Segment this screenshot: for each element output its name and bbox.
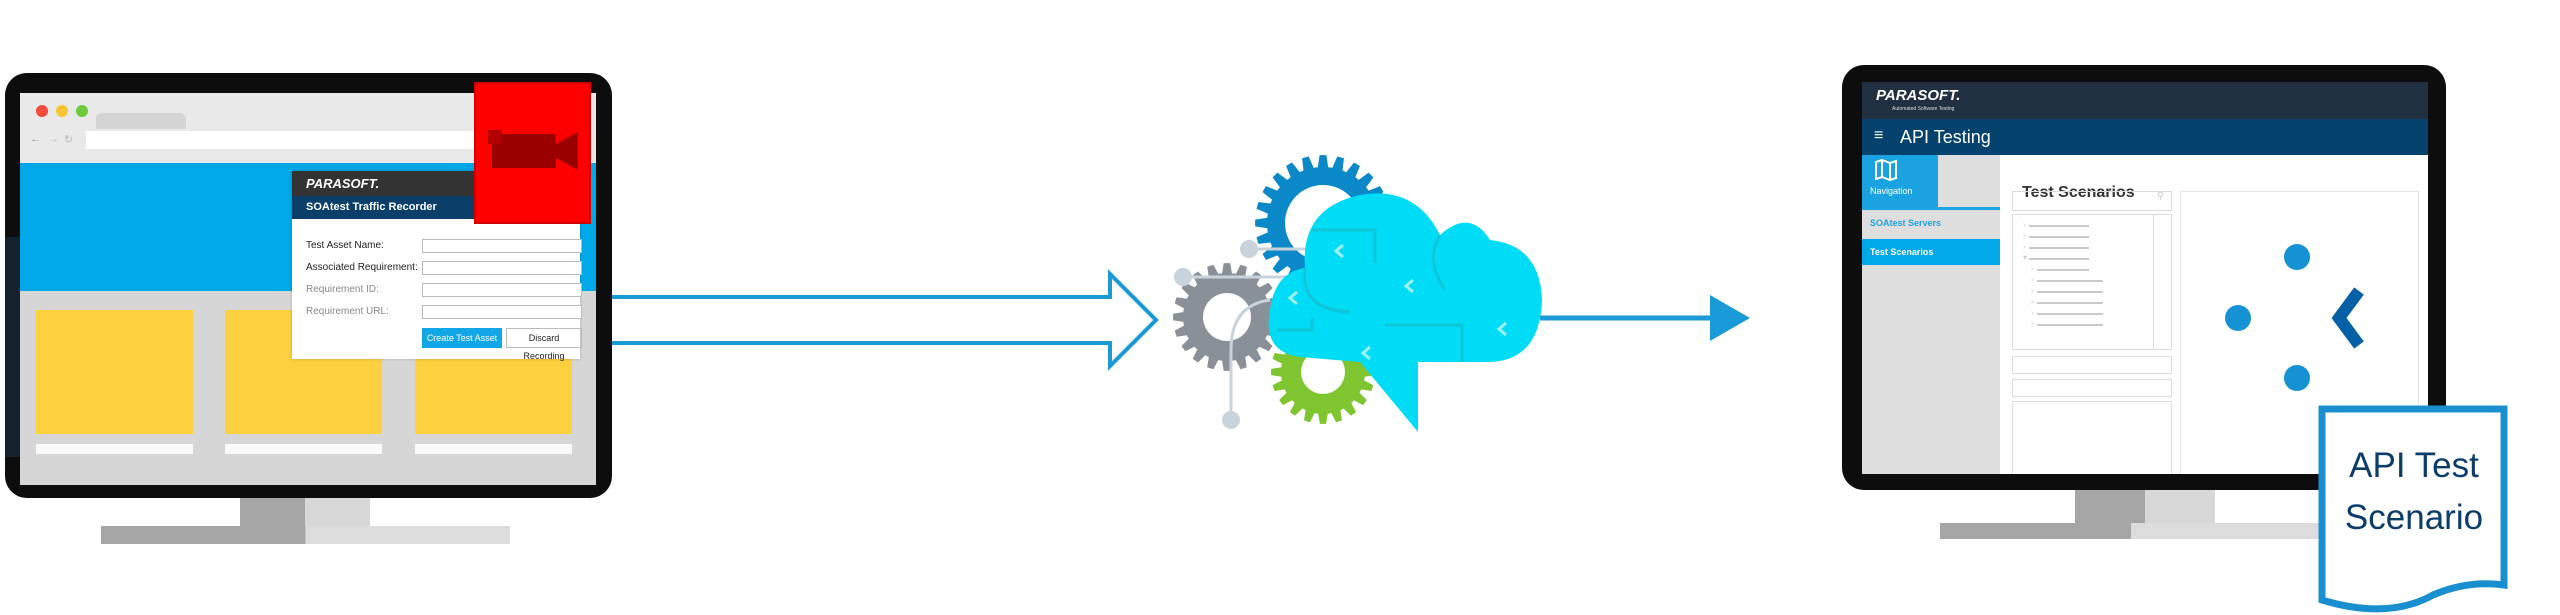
- mark-dot: [2284, 244, 2310, 270]
- dialog-title: SOAtest Traffic Recorder: [306, 201, 437, 213]
- search-icon[interactable]: ⚲: [2157, 191, 2165, 202]
- tree-item[interactable]: [2037, 324, 2103, 326]
- gears-cloud-illustration: [1173, 155, 1542, 432]
- tree-expand-icon[interactable]: ›: [2023, 231, 2026, 240]
- card-caption: [225, 444, 382, 454]
- sidebar-item-soatest-servers[interactable]: SOAtest Servers: [1870, 218, 1942, 228]
- requirement-id-input[interactable]: [422, 283, 582, 297]
- window-minimize-dot[interactable]: [56, 105, 68, 117]
- parasoft-mark-icon: [2225, 244, 2364, 391]
- navigation-tile[interactable]: Navigation: [1862, 155, 1938, 207]
- navigation-label: Navigation: [1870, 186, 1913, 196]
- gray-gear-icon: [1173, 263, 1281, 371]
- detail-field[interactable]: [2012, 356, 2172, 374]
- parasoft-logo: PARASOFT.: [1876, 87, 1961, 104]
- tree-expand-icon[interactable]: ›: [2031, 308, 2034, 317]
- connector-node: [1222, 411, 1240, 429]
- right-monitor-base: [1940, 523, 2322, 539]
- tree-item[interactable]: [2029, 258, 2089, 260]
- card-caption: [415, 444, 572, 454]
- detail-list[interactable]: [2012, 401, 2172, 474]
- connector-node: [1174, 268, 1192, 286]
- window-maximize-dot[interactable]: [76, 105, 88, 117]
- app-title-bar: ≡ API Testing: [1862, 119, 2428, 155]
- tree-expand-icon[interactable]: ›: [2031, 264, 2034, 273]
- tree-scrollbar[interactable]: [2153, 215, 2154, 349]
- document-label-line1: API Test: [2349, 446, 2479, 485]
- back-icon[interactable]: ←: [30, 133, 41, 145]
- field-label-requirement-url: Requirement URL:: [306, 306, 389, 317]
- logo-tagline: Automated Software Testing: [1892, 106, 1955, 112]
- tree-expand-icon[interactable]: ›: [2031, 286, 2034, 295]
- search-input[interactable]: [2012, 191, 2172, 211]
- reload-icon[interactable]: ↻: [64, 134, 74, 146]
- tree-expand-icon[interactable]: ›: [2031, 319, 2034, 328]
- card-image: [36, 310, 193, 434]
- tree-expand-icon[interactable]: ▾: [2023, 253, 2028, 262]
- field-label-test-asset-name: Test Asset Name:: [306, 240, 384, 251]
- field-label-associated-requirement: Associated Requirement:: [306, 262, 418, 273]
- test-asset-name-input[interactable]: [422, 239, 582, 253]
- sidebar-divider: [1862, 207, 2000, 210]
- hollow-flow-arrow: [612, 269, 1159, 371]
- left-monitor-stand: [240, 498, 370, 528]
- scenario-canvas: [2180, 191, 2419, 474]
- tree-item[interactable]: [2037, 302, 2103, 304]
- tree-item[interactable]: [2037, 291, 2103, 293]
- tree-expand-icon[interactable]: ›: [2031, 275, 2034, 284]
- connector-node: [1240, 240, 1258, 258]
- field-label-requirement-id: Requirement ID:: [306, 284, 379, 295]
- video-camera-icon: [488, 130, 578, 170]
- tree-item[interactable]: [2029, 225, 2089, 227]
- solid-flow-arrow: [1540, 295, 1750, 341]
- window-close-dot[interactable]: [36, 105, 48, 117]
- scenario-tree[interactable]: ›››▾››››››: [2012, 214, 2172, 350]
- document-label: API Test Scenario: [2328, 440, 2500, 544]
- sidebar: Navigation SOAtest Servers Test Scenario…: [1862, 155, 2000, 474]
- document-label-line2: Scenario: [2344, 498, 2484, 537]
- discard-recording-button[interactable]: Discard Recording: [506, 328, 582, 361]
- mark-dot: [2284, 365, 2310, 391]
- record-button[interactable]: [474, 82, 591, 224]
- cloud-icon: [1268, 193, 1542, 432]
- sidebar-item-test-scenarios[interactable]: Test Scenarios: [1862, 239, 2000, 265]
- page-title: Test Scenarios: [2022, 184, 2135, 201]
- detail-field[interactable]: [2012, 379, 2172, 397]
- map-icon: [1875, 159, 1897, 181]
- side-panel-edge: [5, 237, 20, 457]
- tree-item[interactable]: [2029, 236, 2089, 238]
- mark-chevron: [2331, 287, 2364, 349]
- left-monitor-base: [101, 526, 510, 544]
- app-title: API Testing: [1900, 127, 1991, 147]
- right-monitor-stand: [2075, 490, 2215, 526]
- tree-expand-icon[interactable]: ›: [2023, 242, 2026, 251]
- tree-item[interactable]: [2037, 313, 2103, 315]
- requirement-url-input[interactable]: [422, 305, 582, 319]
- tree-item[interactable]: [2037, 269, 2089, 271]
- connector-line: [1229, 298, 1271, 420]
- parasoft-logo: PARASOFT.: [306, 176, 380, 191]
- associated-requirement-input[interactable]: [422, 261, 582, 275]
- document-icon: [2318, 405, 2508, 613]
- card-caption: [36, 444, 193, 454]
- mark-dot: [2225, 305, 2251, 331]
- tree-item[interactable]: [2037, 280, 2103, 282]
- create-test-asset-button[interactable]: Create Test Asset: [422, 328, 502, 348]
- forward-icon[interactable]: →: [48, 133, 59, 145]
- hamburger-menu-icon[interactable]: ≡: [1874, 127, 1884, 144]
- tree-expand-icon[interactable]: ›: [2023, 220, 2026, 229]
- address-bar[interactable]: [86, 131, 586, 149]
- tree-expand-icon[interactable]: ›: [2031, 297, 2034, 306]
- app-logo-bar: PARASOFT. Automated Software Testing: [1862, 82, 2428, 119]
- browser-tab[interactable]: [96, 113, 186, 129]
- tree-item[interactable]: [2029, 247, 2089, 249]
